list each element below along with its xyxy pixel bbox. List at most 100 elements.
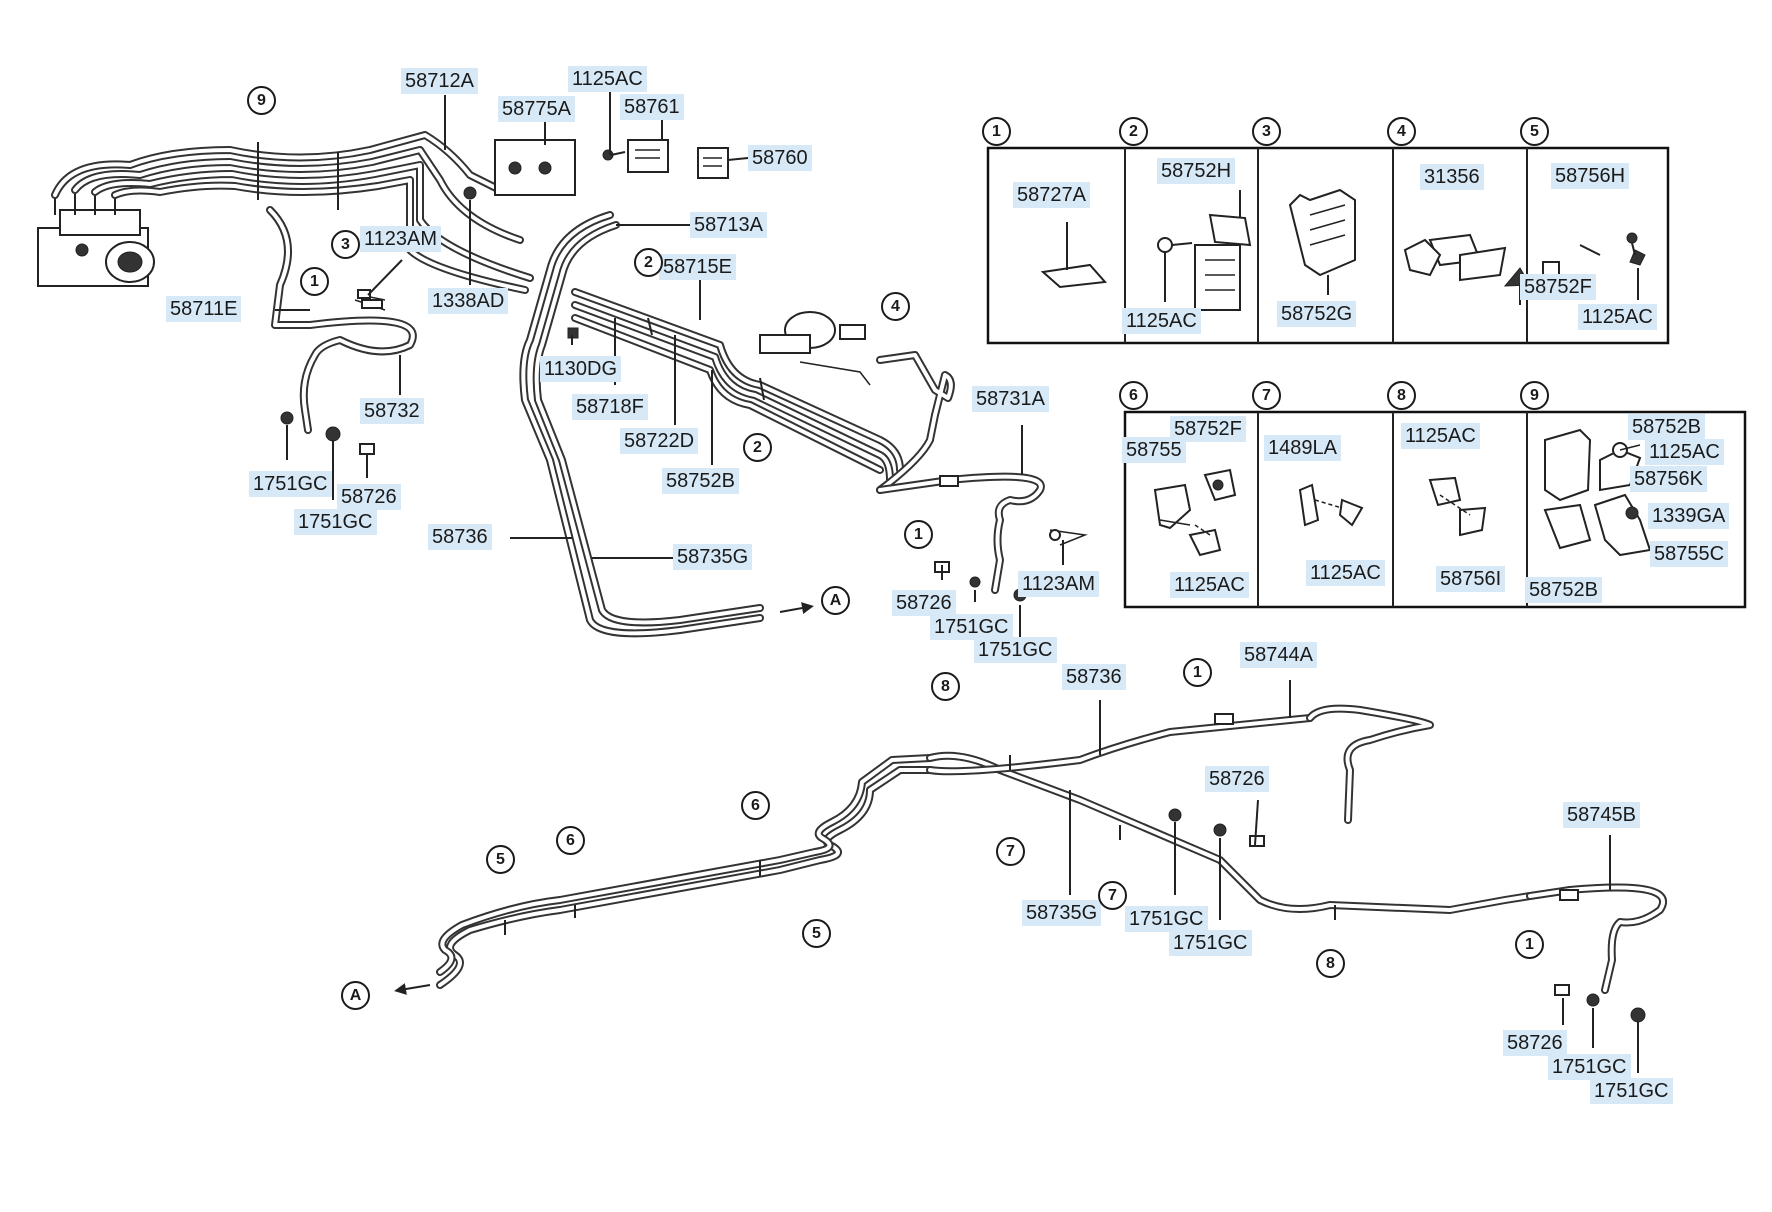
detail-panel-6-number: 6 — [1119, 381, 1148, 410]
detail-panel-7-number: 7 — [1252, 381, 1281, 410]
part-label-1751GC-h: 1751GC — [1590, 1078, 1673, 1104]
callout-1-rear: 1 — [1515, 930, 1544, 959]
detail-panel-5-number: 5 — [1520, 117, 1549, 146]
detail-label-58752B-9b: 58752B — [1525, 577, 1602, 603]
part-label-58726-a: 58726 — [337, 484, 401, 510]
detail-panel-4-number: 4 — [1387, 117, 1416, 146]
rear-right-hose — [1526, 883, 1668, 1023]
upper-tube-bundle — [51, 131, 534, 294]
part-label-58760: 58760 — [748, 145, 812, 171]
part-label-58735G-lower: 58735G — [1022, 900, 1102, 926]
detail-label-58752F-5: 58752F — [1520, 274, 1596, 300]
detail-frames — [986, 146, 1747, 609]
callout-9-top: 9 — [247, 86, 276, 115]
part-label-58744A: 58744A — [1240, 642, 1317, 668]
part-label-58761: 58761 — [620, 94, 684, 120]
detail-label-1125AC-5: 1125AC — [1578, 304, 1657, 330]
part-label-58752B-main: 58752B — [662, 468, 739, 494]
part-label-58732: 58732 — [360, 398, 424, 424]
part-label-1123AM-left: 1123AM — [360, 226, 442, 252]
part-label-1751GC-g: 1751GC — [1548, 1054, 1631, 1080]
detail-label-1125AC-9: 1125AC — [1645, 439, 1724, 465]
callout-A-left: A — [341, 981, 370, 1010]
callout-1-front-left: 1 — [300, 267, 329, 296]
detail-panel-8-number: 8 — [1387, 381, 1416, 410]
part-label-58718F: 58718F — [572, 394, 648, 420]
callout-4: 4 — [881, 292, 910, 321]
callout-6-left: 6 — [556, 826, 585, 855]
detail-label-1125AC-2: 1125AC — [1122, 308, 1201, 334]
callout-2-upper: 2 — [634, 248, 663, 277]
detail-label-1339GA: 1339GA — [1648, 503, 1730, 529]
callout-7-left: 7 — [996, 837, 1025, 866]
front-left-fasteners — [280, 299, 579, 468]
callout-A-right: A — [821, 586, 850, 615]
detail-label-58752H: 58752H — [1157, 158, 1236, 184]
part-label-1751GC-b: 1751GC — [294, 509, 377, 535]
detail-label-58756K: 58756K — [1630, 466, 1707, 492]
detail-panel-9-number: 9 — [1520, 381, 1549, 410]
part-label-1751GC-d: 1751GC — [974, 637, 1057, 663]
right-front-tubes — [571, 288, 904, 484]
callout-6-right: 6 — [741, 791, 770, 820]
part-label-58713A: 58713A — [690, 212, 767, 238]
valve-brackets — [463, 139, 729, 200]
part-label-58736-upper: 58736 — [428, 524, 492, 550]
part-label-1338AD: 1338AD — [428, 288, 509, 314]
callout-1-front-right: 1 — [904, 520, 933, 549]
detail-label-31356: 31356 — [1420, 164, 1484, 190]
detail-label-1125AC-8: 1125AC — [1401, 423, 1480, 449]
callout-7-right: 7 — [1098, 881, 1127, 910]
abs-modulator — [37, 190, 155, 287]
main-rear-line-lower — [394, 714, 1534, 995]
part-label-58731A: 58731A — [972, 386, 1049, 412]
part-label-58726-b: 58726 — [892, 590, 956, 616]
callout-2-lower: 2 — [743, 433, 772, 462]
callout-3: 3 — [331, 230, 360, 259]
master-cylinder — [759, 311, 871, 386]
part-label-58726-d: 58726 — [1503, 1030, 1567, 1056]
part-label-58726-c: 58726 — [1205, 766, 1269, 792]
detail-label-1125AC-6: 1125AC — [1170, 572, 1249, 598]
callout-1-mid: 1 — [1183, 658, 1212, 687]
detail-label-58752F-6: 58752F — [1170, 416, 1246, 442]
part-label-58736-lower: 58736 — [1062, 664, 1126, 690]
rear-left-hose — [1168, 704, 1434, 847]
detail-panel-2-number: 2 — [1119, 117, 1148, 146]
part-label-1751GC-f: 1751GC — [1169, 930, 1252, 956]
detail-label-58756H: 58756H — [1551, 163, 1630, 189]
part-label-1751GC-a: 1751GC — [249, 471, 332, 497]
detail-label-1489LA: 1489LA — [1264, 435, 1341, 461]
part-label-58715E: 58715E — [659, 254, 736, 280]
clip-bracket-4 — [876, 351, 955, 494]
detail-panel-3-number: 3 — [1252, 117, 1281, 146]
part-label-58711E: 58711E — [166, 296, 242, 322]
leader-lines — [275, 92, 1639, 1073]
detail-parts — [1040, 188, 1652, 557]
part-label-1751GC-c: 1751GC — [930, 614, 1013, 640]
part-label-1125AC-top: 1125AC — [568, 66, 647, 92]
callout-8-upper: 8 — [931, 672, 960, 701]
detail-label-58752B-9a: 58752B — [1628, 414, 1705, 440]
part-label-1130DG: 1130DG — [540, 356, 622, 382]
detail-label-58755: 58755 — [1122, 437, 1186, 463]
detail-label-1125AC-7: 1125AC — [1306, 560, 1385, 586]
front-right-hose — [876, 472, 1088, 594]
detail-label-58727A: 58727A — [1013, 182, 1090, 208]
part-label-1123AM-right: 1123AM — [1018, 571, 1100, 597]
part-label-58722D: 58722D — [620, 428, 699, 454]
part-label-58735G-upper: 58735G — [673, 544, 753, 570]
detail-label-58752G: 58752G — [1277, 301, 1357, 327]
callout-5-left: 5 — [486, 845, 515, 874]
main-rear-line-upper — [519, 211, 814, 638]
detail-label-58756I: 58756I — [1436, 566, 1506, 592]
part-label-1751GC-e: 1751GC — [1125, 906, 1208, 932]
detail-label-58755C: 58755C — [1650, 541, 1729, 567]
detail-panel-1-number: 1 — [982, 117, 1011, 146]
part-label-58712A: 58712A — [401, 68, 478, 94]
part-label-58775A: 58775A — [498, 96, 575, 122]
callout-8-lower: 8 — [1316, 949, 1345, 978]
part-label-58745B: 58745B — [1563, 802, 1640, 828]
